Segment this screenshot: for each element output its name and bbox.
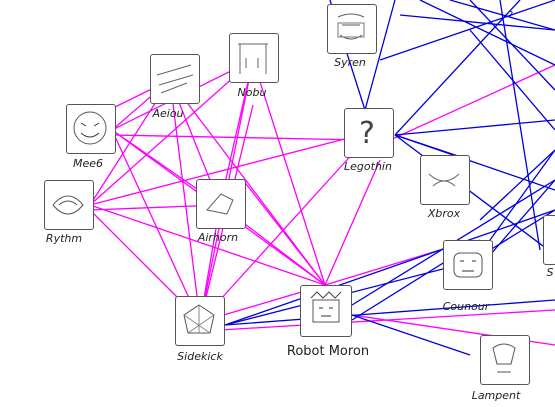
pink-edge-11: [89, 134, 361, 206]
question-annotation: ?: [508, 10, 514, 21]
blue-edge-15: [379, 0, 555, 61]
node-xbrox-label: Xbrox: [427, 207, 461, 220]
pink-edge-22: [324, 159, 381, 286]
blue-edge-4: [394, 134, 555, 191]
node-lampent-box[interactable]: [480, 335, 530, 385]
sidekick-icon: [183, 304, 215, 334]
syren-icon: [337, 13, 365, 40]
node-rythm-box[interactable]: [44, 180, 94, 230]
node-syren-label: Syren: [334, 56, 366, 69]
aeiou-icon: [156, 64, 194, 94]
blue-edge-group: [224, 0, 555, 356]
airhorn-icon: [206, 193, 234, 215]
node-aeiou-box[interactable]: [150, 54, 200, 104]
pink-edge-27: [389, 64, 555, 141]
node-xbrox-box[interactable]: [420, 155, 470, 205]
node-robotmoron-box[interactable]: [300, 285, 352, 337]
blue-edge-17: [489, 149, 555, 241]
rythm-icon: [52, 195, 84, 215]
node-robotmoron-label: Robot Moron: [286, 344, 370, 359]
blue-edge-14: [399, 14, 555, 31]
pink-edge-14: [169, 79, 201, 321]
pink-edge-4: [111, 134, 366, 141]
node-aeiou-label: Aeiou: [152, 107, 184, 120]
blue-edge-21: [479, 149, 555, 221]
node-lampent-label: Lampent: [471, 389, 521, 402]
node-s-partial-label: S: [546, 266, 554, 279]
pink-edge-16: [252, 59, 326, 286]
robot-moron-icon: [310, 291, 342, 323]
node-legothin-label: Legothin: [344, 160, 392, 173]
pink-edge-13: [169, 79, 326, 286]
pink-edge-10: [89, 204, 326, 286]
nobu-icon: [238, 43, 268, 74]
node-airhorn-label: Airhorn: [197, 231, 239, 244]
node-legothin-box[interactable]: ?: [344, 108, 394, 158]
node-sidekick-box[interactable]: [175, 296, 225, 346]
xbrox-icon: [428, 173, 460, 187]
blue-edge-23: [224, 299, 555, 326]
blue-edge-9: [351, 314, 471, 356]
pink-edge-3: [111, 129, 201, 323]
node-nobu-box[interactable]: [229, 33, 279, 83]
blue-edge-20: [469, 29, 555, 131]
lampent-icon: [492, 343, 516, 373]
pink-edge-7: [89, 59, 254, 206]
node-meeb-box[interactable]: [66, 104, 116, 154]
blue-edge-5: [394, 0, 521, 136]
blue-edge-7: [224, 209, 555, 326]
node-counour-label: Counour: [442, 300, 490, 313]
blue-edge-12: [489, 179, 555, 256]
pink-edge-25: [242, 179, 326, 286]
pink-edge-23: [324, 249, 441, 286]
node-nobu-label: Nobu: [237, 86, 267, 99]
node-rythm-label: Rythm: [45, 232, 83, 245]
pink-edge-29: [219, 309, 555, 331]
node-s-partial-box[interactable]: [543, 215, 555, 265]
question-mark-icon: ?: [359, 116, 375, 151]
node-syren-box[interactable]: [327, 4, 377, 54]
blue-edge-6: [394, 119, 555, 136]
svg-text:?: ?: [359, 116, 375, 151]
blue-edge-18: [419, 0, 555, 66]
counour-icon: [453, 252, 483, 278]
node-airhorn-box[interactable]: [196, 179, 246, 229]
node-counour-box[interactable]: [443, 240, 493, 290]
node-meeb-label: Mee6: [72, 157, 104, 170]
blue-edge-1: [364, 0, 396, 111]
node-sidekick-label: Sidekick: [177, 350, 223, 363]
blue-edge-19: [499, 0, 541, 251]
meeb-icon: [73, 111, 107, 145]
